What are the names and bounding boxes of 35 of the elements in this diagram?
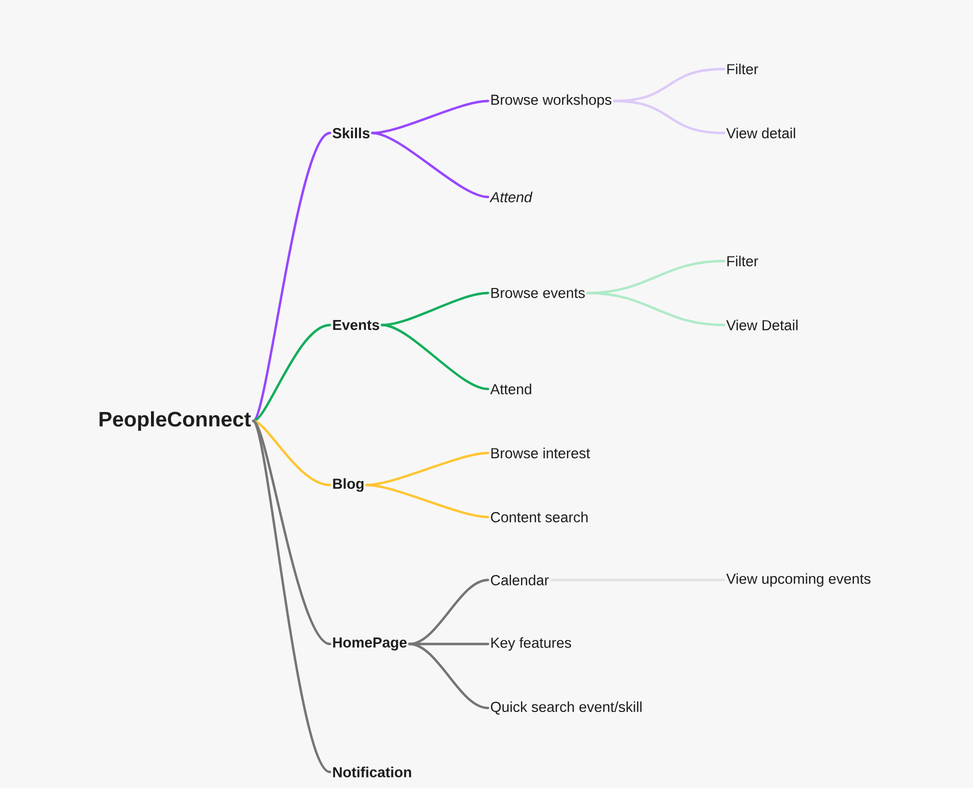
leaf-label: Browse events [491, 288, 585, 298]
leaf-label: View Detail [726, 320, 798, 330]
leaf-label: Browse interest [491, 448, 590, 458]
branch-label: Events [333, 320, 380, 330]
leaf-label: Attend [489, 192, 533, 202]
connector [380, 292, 490, 326]
connector [365, 484, 490, 518]
branch-label: HomePage [333, 637, 407, 651]
connector [612, 100, 726, 134]
topic-label: PeopleConnect [100, 411, 251, 431]
leaf-label: Browse workshops [491, 94, 612, 108]
leaf-label: Filter [727, 256, 758, 266]
connector [371, 100, 490, 134]
leaf-label: Quick search event/skill [490, 701, 642, 715]
leaf-label: View upcoming events [726, 573, 870, 587]
connector [252, 132, 332, 422]
leaf-label: View detail [726, 128, 796, 138]
branch-label: Skills [332, 128, 370, 138]
connector [252, 420, 332, 774]
leaf-label: Content search [490, 512, 588, 522]
leaf-label: Filter [727, 64, 758, 74]
connector [365, 452, 490, 486]
leaf-label: Key features [491, 637, 572, 651]
connector [252, 420, 332, 646]
leaf-label: Attend [490, 384, 532, 394]
branch-label: Notification [333, 766, 412, 778]
connector [408, 642, 490, 710]
connector [371, 132, 490, 198]
connector [252, 420, 332, 486]
leaf-label: Calendar [490, 574, 549, 586]
connector [380, 324, 490, 390]
connector [586, 292, 726, 326]
connector [408, 578, 490, 646]
branch-label: Blog [333, 478, 364, 492]
connector [252, 324, 332, 422]
